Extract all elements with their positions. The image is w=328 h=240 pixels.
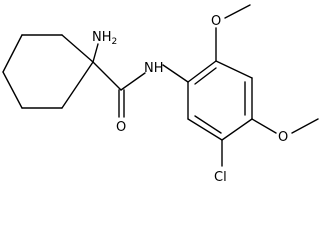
bond-ring-o-right — [251, 118, 277, 134]
bond-n-aryl — [162, 64, 189, 83]
bond-o-methyl-right — [291, 118, 319, 134]
bond — [61, 61, 94, 109]
bond-c-carbonyl — [92, 61, 122, 91]
bond — [221, 118, 253, 141]
methoxy-oxygen-right-label: O — [278, 130, 288, 145]
chlorine-label: Cl — [214, 170, 227, 185]
methoxy-oxygen-top-label: O — [211, 14, 221, 29]
bond — [187, 118, 223, 141]
amine-label: NH2 — [92, 30, 117, 47]
molecule-structure: NH2 NH O O O Cl — [2, 4, 319, 185]
aromatic-bond — [194, 115, 222, 134]
carbonyl-oxygen-label: O — [116, 120, 126, 135]
bond — [187, 60, 217, 83]
bond-carbonyl-n — [120, 72, 146, 91]
amide-nh-label: NH — [144, 61, 164, 76]
bond — [215, 60, 253, 79]
bond — [2, 34, 23, 73]
benzene-ring — [187, 60, 253, 141]
bond-c-nh2 — [92, 43, 99, 63]
bond-o-methyl-top — [224, 4, 251, 19]
cyclohexane-ring — [2, 34, 94, 109]
aromatic-bond — [194, 67, 217, 85]
bond — [61, 34, 94, 63]
bond — [2, 71, 23, 109]
